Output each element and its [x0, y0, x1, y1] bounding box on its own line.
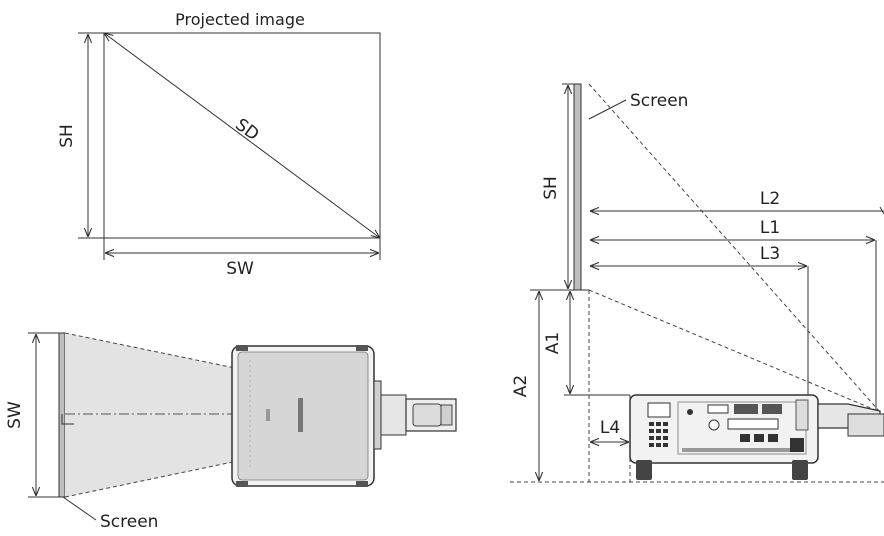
- top-sw-label: SW: [5, 401, 25, 429]
- io-port-1: [707, 404, 729, 414]
- top-view-figure: SW Screen: [5, 332, 457, 532]
- l4-label: L4: [600, 418, 620, 438]
- l3-label: L3: [760, 244, 780, 264]
- top-screen-leader: [62, 496, 97, 521]
- sw-label: SW: [226, 259, 254, 279]
- projected-image-title: Projected image: [175, 10, 305, 29]
- right-angle-mark: [61, 414, 74, 425]
- io-vent-strip: [682, 448, 802, 452]
- lens-element: [412, 403, 442, 427]
- side-view-screen: [573, 83, 582, 291]
- diagonal-dimension: [104, 33, 380, 238]
- projector-foot-1: [236, 345, 248, 351]
- io-slot: [727, 418, 779, 430]
- l1-label: L1: [760, 218, 780, 238]
- side-view-figure: Screen SH L2 L1 L3 A1 A2 L4: [510, 83, 884, 483]
- side-beam-top: [588, 83, 881, 413]
- projector-foot-2: [356, 345, 368, 351]
- l2-tick: [879, 206, 884, 215]
- sd-label: SD: [231, 115, 262, 145]
- projector-top-mark: [266, 409, 270, 421]
- top-screen-label: Screen: [100, 512, 158, 532]
- io-port-4: [740, 434, 750, 442]
- l2-label: L2: [760, 189, 780, 209]
- io-port-3: [762, 404, 782, 414]
- power-inlet: [790, 438, 804, 452]
- projector-foot-3: [236, 481, 248, 487]
- projected-image-figure: Projected image SD SH SW: [57, 10, 380, 279]
- side-screen-label: Screen: [630, 91, 688, 111]
- projector-foot-4: [356, 481, 368, 487]
- projector-side-foot-front: [636, 460, 652, 480]
- side-panel-detail: [795, 399, 809, 431]
- io-port-5: [754, 434, 764, 442]
- io-port-6: [768, 434, 778, 442]
- projector-display: [647, 402, 671, 418]
- projector-keypad: [649, 422, 668, 447]
- io-jack-2: [708, 419, 720, 431]
- a2-label: A2: [511, 375, 531, 397]
- side-beam-bottom: [588, 289, 881, 413]
- a1-label: A1: [543, 332, 563, 354]
- projector-top-vent: [298, 398, 303, 432]
- side-sh-label: SH: [541, 176, 561, 200]
- io-port-2: [734, 404, 758, 414]
- projector-side-foot-rear: [792, 460, 808, 480]
- lens-mount-plate: [373, 380, 382, 450]
- sh-label: SH: [57, 124, 77, 148]
- lens-barrel: [380, 394, 407, 436]
- side-lens-head: [847, 413, 884, 437]
- io-jack-1: [687, 409, 693, 415]
- lens-cap: [440, 404, 453, 426]
- side-screen-leader: [588, 99, 627, 120]
